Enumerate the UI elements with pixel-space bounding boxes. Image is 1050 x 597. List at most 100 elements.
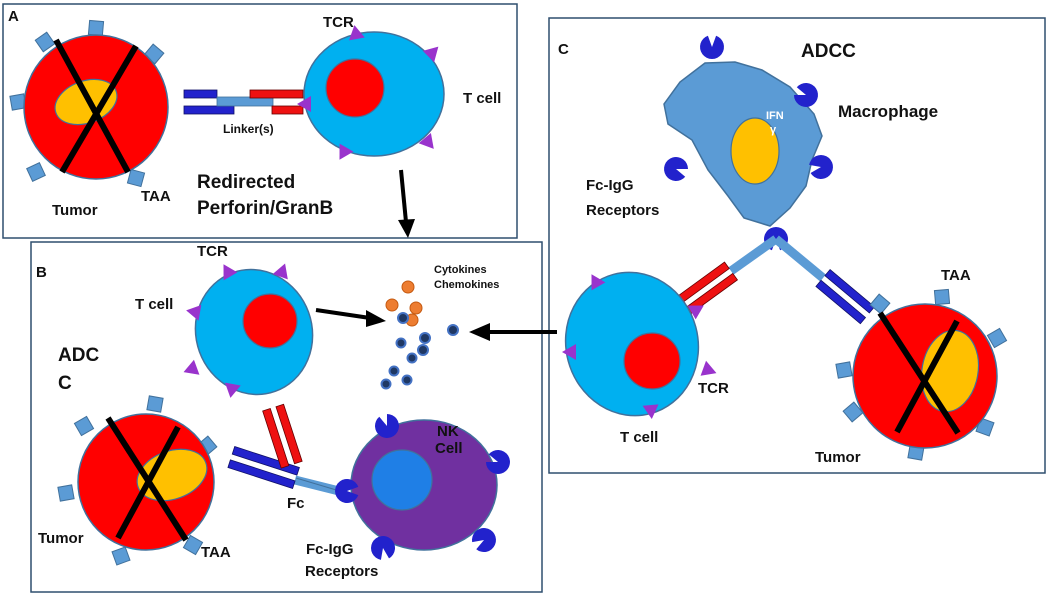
adcc-label-line1: ADC: [58, 345, 99, 366]
panel-a-tcell: [297, 25, 445, 160]
tumor-label: Tumor: [38, 530, 84, 547]
mechanism-label-line1: Redirected: [197, 172, 295, 193]
fc-igg-receptor-icon: [809, 155, 833, 179]
antibody-arm-blue: [227, 459, 296, 489]
bispecific-antibody-b: [227, 403, 345, 497]
kill-cross-line: [115, 425, 181, 540]
taa-antigen: [57, 484, 75, 502]
panel-b-letter: B: [36, 264, 47, 281]
antibody-fc-stem: [728, 235, 779, 275]
antibody-fc-stem: [773, 235, 826, 282]
tcr-receptor-group: [183, 263, 288, 398]
linker: [216, 96, 274, 107]
cytokine-cluster: [380, 280, 459, 390]
chemokine-dot: [447, 324, 459, 336]
panel-b-tcell: [183, 263, 314, 398]
chemokine-dot: [401, 374, 413, 386]
taa-antigen: [146, 395, 164, 413]
tcr-receptor: [422, 46, 439, 63]
tcr-receptor: [348, 25, 365, 41]
nk-label-line2: Cell: [435, 440, 463, 457]
taa-label: TAA: [141, 188, 171, 205]
tcr-receptor: [418, 133, 434, 149]
linker-label: Linker(s): [223, 122, 274, 136]
kill-cross-line: [59, 44, 139, 174]
tcr-label: TCR: [698, 380, 729, 397]
arrow-a-to-b: [398, 169, 415, 238]
tcr-receptor-group: [562, 274, 717, 419]
taa-antigen: [933, 288, 951, 306]
gamma-label: γ: [770, 124, 777, 136]
nk-nucleus: [371, 449, 433, 511]
chemokine-dot: [397, 312, 409, 324]
panel-a-letter: A: [8, 8, 19, 25]
chemokine-dot: [395, 337, 407, 349]
tcr-receptor: [339, 143, 354, 160]
fc-igg-receptor-icon: [793, 83, 818, 107]
fc-igg-receptor-icon: [375, 413, 399, 438]
arrow-head: [469, 323, 490, 341]
tcr-receptor: [700, 360, 717, 376]
tcr-label: TCR: [323, 14, 354, 31]
cytokine-dot: [401, 280, 415, 294]
chemokines-label: Chemokines: [434, 279, 499, 291]
antibody-arm-red: [271, 105, 304, 115]
taa-antigen-group: [57, 395, 218, 566]
panel-a-tumor-cell: [9, 19, 169, 188]
fc-igg-receptor-icon: [664, 157, 689, 181]
adcc-label-line2: C: [58, 373, 72, 394]
taa-antigen: [87, 19, 105, 37]
tcell-label: T cell: [620, 429, 658, 446]
antibody-arm-blue: [815, 279, 867, 325]
tcr-receptor: [562, 344, 576, 360]
arrow-line: [399, 169, 408, 223]
panel-c-tumor-cell: [835, 288, 1008, 461]
antibody-arm-red: [249, 89, 304, 99]
receptor-label-line2: Receptors: [586, 202, 659, 219]
taa-antigen: [182, 534, 204, 556]
antibody-arm-red: [262, 408, 290, 469]
arrow-tcell-to-cytokines: [315, 308, 386, 327]
tcr-receptor: [272, 263, 288, 280]
antibody-arm-red: [275, 403, 303, 465]
panel-b: B: [30, 241, 543, 593]
tcr-receptor: [223, 264, 238, 281]
kill-cross-line: [877, 311, 961, 435]
tcell-nucleus: [325, 58, 385, 118]
fc-igg-receptor-icon: [335, 479, 359, 503]
tcell-nucleus: [242, 293, 298, 349]
bispecific-antibody-a: [183, 89, 304, 115]
cytokine-dots: [385, 280, 423, 327]
panel-c-title: ADCC: [801, 41, 856, 62]
taa-antigen-group: [9, 19, 165, 188]
antibody-arm-blue: [183, 105, 235, 115]
taa-antigen: [73, 415, 95, 437]
mechanism-label-line2: Perforin/GranB: [197, 198, 333, 219]
macrophage-label: Macrophage: [838, 102, 938, 121]
receptor-label-line2: Receptors: [305, 563, 378, 580]
taa-antigen: [869, 293, 891, 315]
antibody-arm-blue: [824, 269, 876, 314]
taa-antigen: [111, 546, 131, 566]
panel-c-letter: C: [558, 41, 569, 58]
receptor-label-line1: Fc-IgG: [586, 177, 634, 194]
arrow-line: [315, 308, 371, 320]
tcr-receptor: [297, 96, 311, 112]
tumor-label: Tumor: [52, 202, 98, 219]
arrow-c-to-cytokines: [469, 323, 557, 341]
fc-receptor-group: [335, 413, 510, 560]
chemokine-dots: [380, 312, 459, 390]
chemokine-dot: [417, 344, 429, 356]
tumor-label: Tumor: [815, 449, 861, 466]
panel-b-tumor-cell: [57, 395, 218, 566]
taa-antigen-group: [835, 288, 1008, 461]
nk-cell: [335, 413, 510, 560]
ifn-label: IFN: [766, 110, 784, 122]
cytokine-dot: [385, 298, 399, 312]
tcr-receptor: [687, 305, 704, 320]
taa-antigen: [842, 401, 864, 423]
kill-cross-line: [53, 38, 131, 174]
panel-c: C ADCC IFN γ: [548, 17, 1046, 474]
fc-igg-receptor-icon: [485, 450, 510, 474]
